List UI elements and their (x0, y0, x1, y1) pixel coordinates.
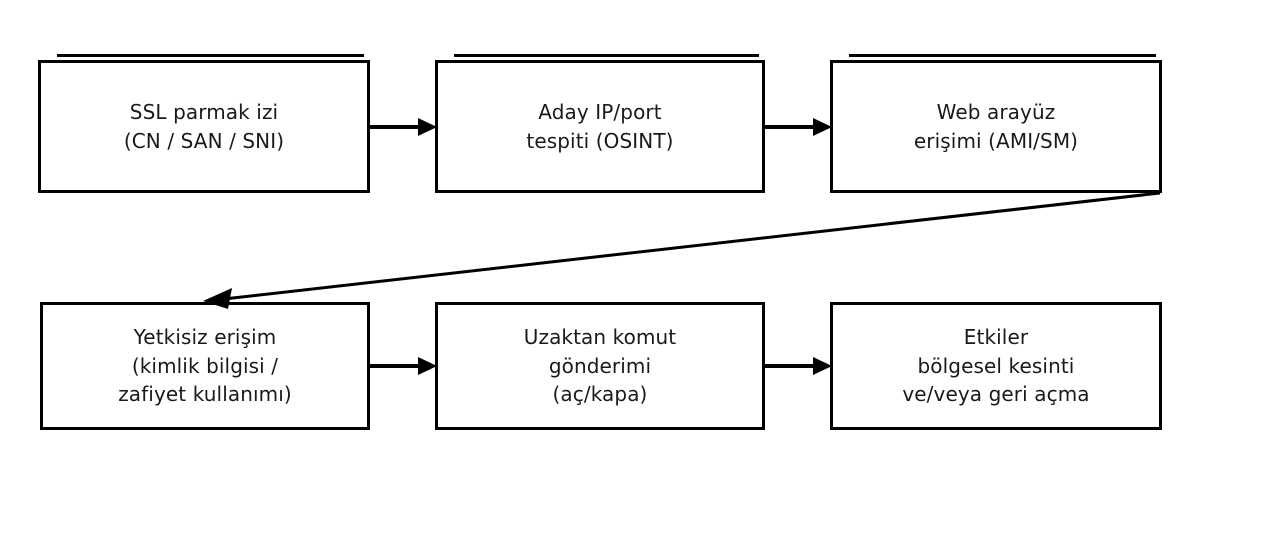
flow-node-label: Web arayüz erişimi (AMI/SM) (913, 100, 1079, 153)
flow-node-ip-port-discovery[interactable]: Aday IP/port tespiti (OSINT) (435, 54, 765, 193)
flow-node-label: Aday IP/port tespiti (OSINT) (526, 100, 674, 153)
flow-arrow-ip-to-web (765, 118, 832, 136)
flow-node-remote-command[interactable]: Uzaktan komut gönderimi (aç/kapa) (435, 302, 765, 430)
flow-arrow-command-to-impacts (765, 357, 832, 375)
flow-node-label: SSL parmak izi (CN / SAN / SNI) (123, 100, 285, 153)
flow-node-label: Etkiler bölgesel kesinti ve/veya geri aç… (902, 325, 1090, 407)
flow-node-impacts[interactable]: Etkiler bölgesel kesinti ve/veya geri aç… (830, 302, 1162, 430)
flow-arrow-unauthorized-to-command (370, 357, 437, 375)
flow-node-label: Yetkisiz erişim (kimlik bilgisi / zafiye… (118, 325, 292, 407)
flow-node-web-interface-access[interactable]: Web arayüz erişimi (AMI/SM) (830, 54, 1162, 193)
flow-node-unauthorized-access[interactable]: Yetkisiz erişim (kimlik bilgisi / zafiye… (40, 302, 370, 430)
flow-node-ssl-fingerprint[interactable]: SSL parmak izi (CN / SAN / SNI) (38, 54, 370, 193)
flow-arrow-ssl-to-ip (370, 118, 437, 136)
flow-node-label: Uzaktan komut gönderimi (aç/kapa) (523, 325, 677, 407)
